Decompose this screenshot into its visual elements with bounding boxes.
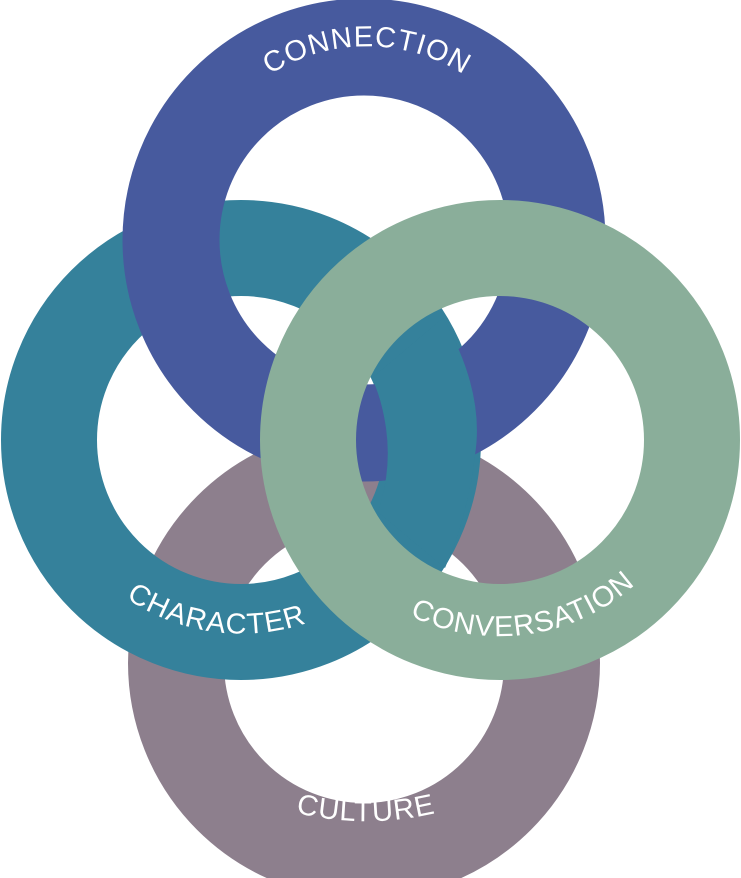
ring-conversation	[260, 200, 740, 680]
ring-character-overlap	[372, 318, 477, 568]
label-culture: CULTURE	[294, 789, 437, 829]
